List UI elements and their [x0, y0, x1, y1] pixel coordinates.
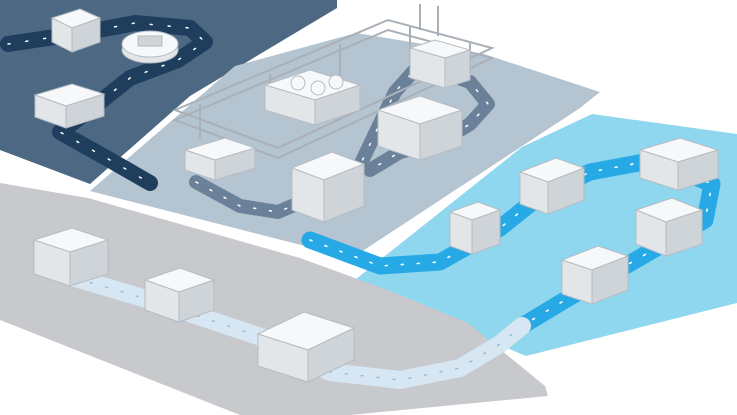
machine-right-1 [518, 157, 586, 215]
machine-center-left [183, 137, 257, 181]
machine-center-right [376, 95, 464, 161]
machine-right-4 [634, 197, 704, 257]
machine-center-front [290, 151, 366, 223]
machine-center-cluster [263, 69, 362, 126]
machine-bottom-2 [143, 267, 216, 323]
machine-top-left-1 [50, 8, 102, 53]
machine-bottom-1 [32, 227, 110, 287]
machine-top-left-2 [33, 83, 106, 129]
conveyor-top-left [0, 15, 213, 191]
machine-right-3 [448, 201, 502, 255]
machine-top-left-rotary [121, 30, 179, 64]
machine-bottom-3 [256, 311, 356, 383]
machine-right-5 [560, 245, 630, 305]
machine-center-top-right [408, 39, 472, 89]
zone-bottom [0, 183, 548, 415]
machine-right-2 [638, 137, 720, 191]
